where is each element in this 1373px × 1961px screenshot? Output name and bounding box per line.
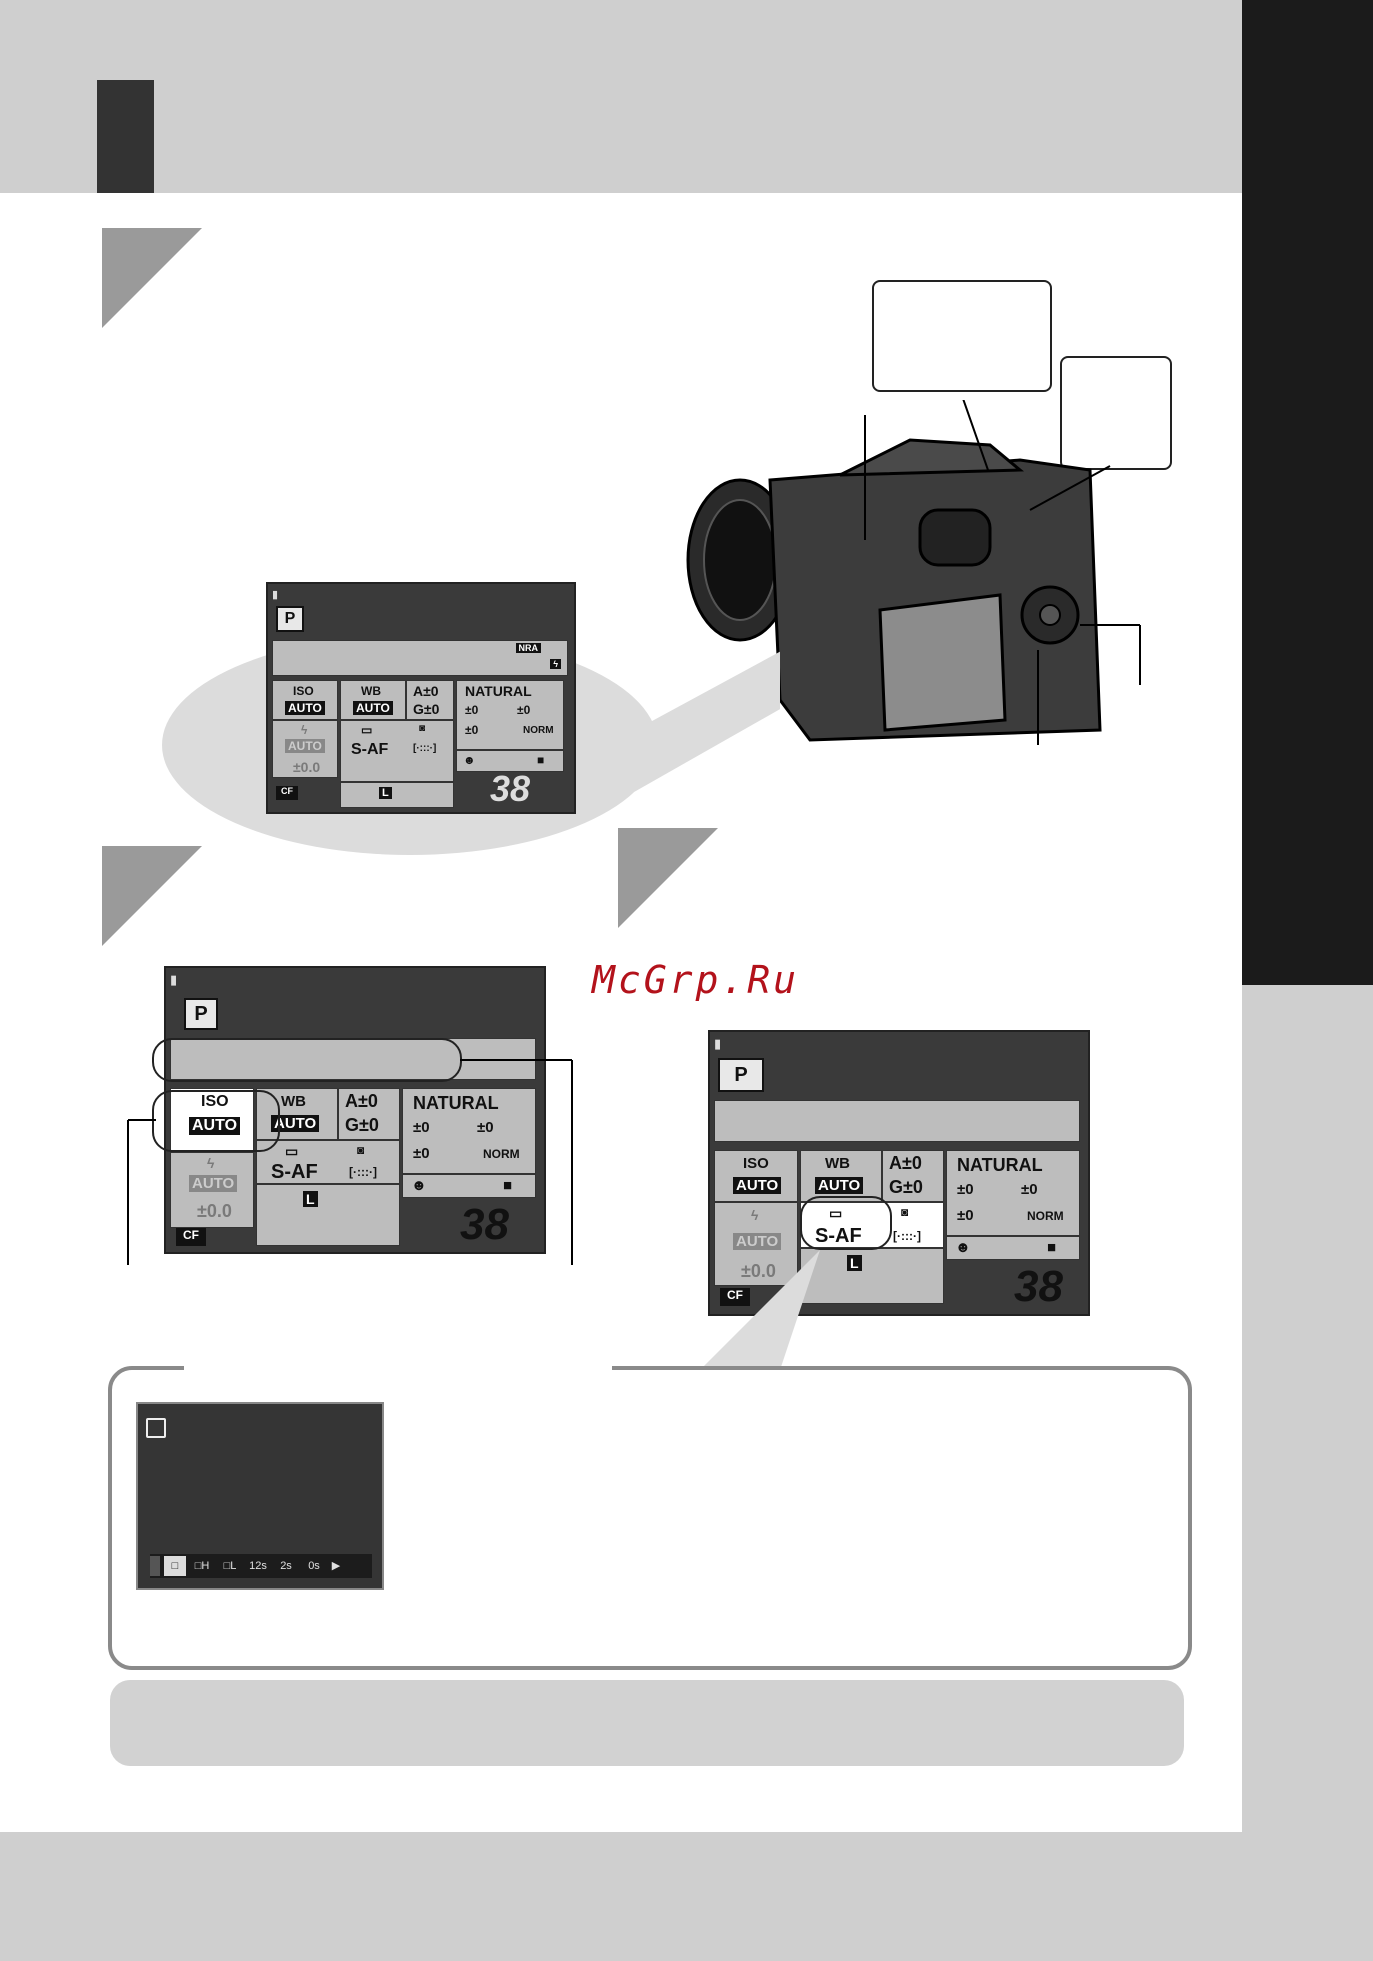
face-cell[interactable]: ☻ ■ [402, 1174, 536, 1198]
drive-option-timer-2s[interactable]: 2s [280, 1560, 292, 1572]
single-frame-icon: ▭ [285, 1143, 299, 1159]
single-frame-icon: ▭ [829, 1205, 843, 1221]
wb-adjust-cell[interactable]: A±0 G±0 [338, 1088, 400, 1140]
mode-indicator: P [184, 998, 218, 1030]
color-space-icon: ■ [1047, 1239, 1057, 1256]
side-tab [1242, 985, 1373, 1961]
nr-badge: NRA [515, 643, 541, 653]
footer-band [0, 1832, 1242, 1961]
frames-remaining: 38 [490, 768, 531, 809]
frames-remaining: 38 [1014, 1262, 1063, 1311]
card-indicator: CF [276, 786, 298, 800]
picture-mode-cell[interactable]: NATURAL ±0 ±0 ±0 NORM [402, 1088, 536, 1174]
chapter-marker [97, 80, 154, 193]
face-detect-icon: ☻ [411, 1177, 427, 1194]
step-marker-2 [102, 846, 202, 946]
leader-lines [127, 1059, 573, 1265]
color-space-icon: ■ [537, 753, 545, 767]
drive-option-timer-12s[interactable]: 12s [249, 1560, 267, 1572]
flash-icon: ϟ [751, 1207, 759, 1223]
picture-mode-cell[interactable]: NATURAL ±0 ±0 ±0 NORM [456, 680, 564, 750]
drive-option-single[interactable]: □ [164, 1556, 186, 1576]
flash-cell[interactable]: ϟ AUTO ±0.0 [170, 1152, 254, 1228]
single-frame-icon: ▭ [361, 723, 373, 737]
iso-cell[interactable]: ISO AUTO [714, 1150, 798, 1202]
card-indicator: CF [176, 1228, 206, 1246]
callout-box-2 [1060, 356, 1172, 470]
step-marker-3 [618, 828, 718, 928]
flash-cell[interactable]: ϟ AUTO ±0.0 [714, 1202, 798, 1286]
info-box-title-gap [184, 1360, 612, 1372]
metering-icon: ◙ [357, 1143, 365, 1157]
flash-icon: ϟ [301, 723, 308, 737]
control-panel-step2: ▮ P ISO AUTO ϟ AUTO ±0.0 CF WB AUTO A±0 … [164, 966, 546, 1254]
zoom-cone [700, 1250, 820, 1370]
picture-mode-cell[interactable]: NATURAL ±0 ±0 ±0 NORM [946, 1150, 1080, 1236]
drive-option-strip: □ □H □L 12s 2s 0s ▶ [150, 1554, 372, 1578]
af-area-icon: [·:::·] [413, 743, 437, 754]
step-marker-1 [102, 228, 202, 328]
wb-adjust-cell[interactable]: A±0 G±0 [882, 1150, 944, 1202]
flash-cell[interactable]: ϟ AUTO ±0.0 [272, 720, 338, 778]
side-tab-active [1242, 0, 1373, 985]
wb-cell[interactable]: WB AUTO [340, 680, 406, 720]
color-space-icon: ■ [503, 1177, 513, 1194]
af-area-icon: [·:::·] [349, 1165, 377, 1179]
iso-cell[interactable]: ISO AUTO [272, 680, 338, 720]
battery-icon: ▮ [170, 972, 178, 987]
single-frame-icon [146, 1418, 166, 1438]
status-bar: NRA ϟ [272, 640, 568, 676]
play-arrow-icon: ▶ [331, 1560, 341, 1572]
control-panel-overview: ▮ P NRA ϟ ISO AUTO ϟ AUTO ±0.0 CF WB AUT… [266, 582, 576, 814]
face-detect-icon: ☻ [463, 753, 476, 767]
note-bar [110, 1680, 1184, 1766]
card-indicator: CF [720, 1288, 750, 1306]
metering-icon: ◙ [419, 723, 426, 734]
frames-remaining: 38 [460, 1200, 509, 1249]
battery-icon: ▮ [714, 1036, 722, 1051]
drive-option-seq-high[interactable]: □H [194, 1560, 210, 1572]
af-area-icon: [·:::·] [893, 1229, 921, 1243]
quality-cell[interactable]: L [340, 782, 454, 808]
metering-icon: ◙ [901, 1205, 909, 1219]
quality-cell[interactable]: L [256, 1184, 400, 1246]
strip-cap [150, 1556, 160, 1576]
flash-icon: ϟ [550, 659, 561, 669]
wb-adjust-cell[interactable]: A±0 G±0 [406, 680, 454, 720]
info-box [108, 1366, 1192, 1670]
quality-cell[interactable]: L [800, 1248, 944, 1304]
wb-cell[interactable]: WB AUTO [800, 1150, 882, 1202]
camera-illustration [686, 400, 1141, 745]
face-cell[interactable]: ☻ ■ [456, 750, 564, 772]
callout-box-1 [872, 280, 1052, 392]
face-cell[interactable]: ☻ ■ [946, 1236, 1080, 1260]
battery-icon: ▮ [272, 589, 279, 601]
drive-af-cell[interactable]: ▭ ◙ S-AF [·:::·] [256, 1140, 400, 1184]
control-panel-step3: ▮ P ISO AUTO ϟ AUTO ±0.0 CF WB AUTO A±0 … [708, 1030, 1090, 1316]
drive-menu-screen: □ □H □L 12s 2s 0s ▶ [136, 1402, 384, 1590]
mode-indicator: P [718, 1058, 764, 1092]
status-bar [714, 1100, 1080, 1142]
iso-cell[interactable]: ISO AUTO [170, 1088, 254, 1152]
drive-highlight [800, 1196, 892, 1250]
drive-option-remote-0s[interactable]: 0s [308, 1560, 320, 1572]
mode-indicator: P [276, 606, 304, 632]
drive-option-seq-low[interactable]: □L [223, 1560, 237, 1572]
watermark: McGrp.Ru [592, 958, 800, 1002]
flash-icon: ϟ [207, 1155, 215, 1171]
face-detect-icon: ☻ [955, 1239, 971, 1256]
header-band [0, 0, 1242, 193]
drive-af-cell[interactable]: ▭ ◙ S-AF [·:::·] [340, 720, 454, 782]
